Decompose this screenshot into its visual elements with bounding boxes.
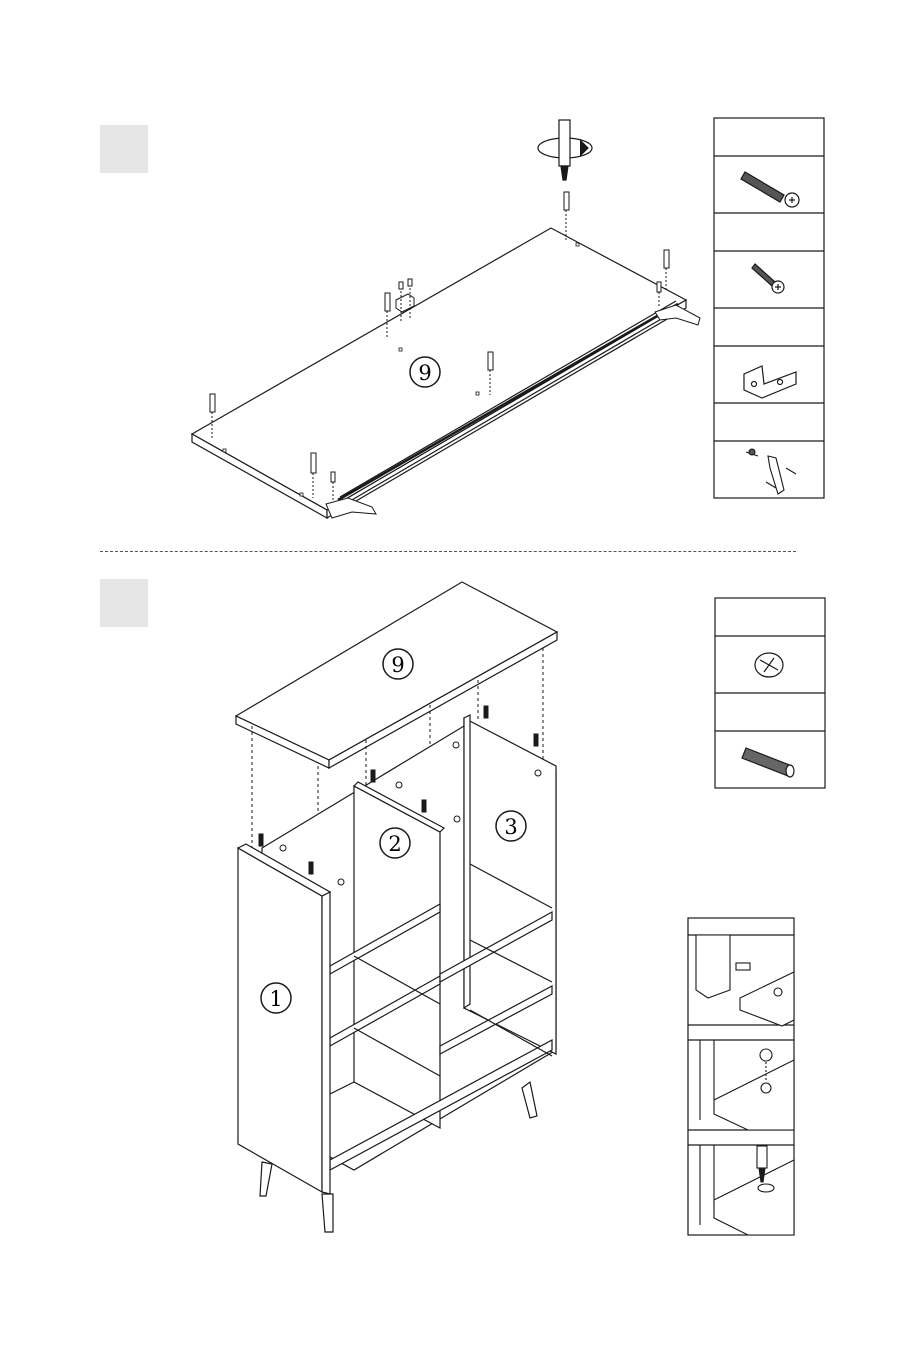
part-label-9-step2: 9	[391, 653, 404, 677]
part-label-3: 3	[504, 815, 517, 839]
left-side-panel-1	[238, 848, 322, 1192]
part-label-1: 1	[269, 987, 282, 1011]
part-label-2: 2	[388, 832, 401, 856]
